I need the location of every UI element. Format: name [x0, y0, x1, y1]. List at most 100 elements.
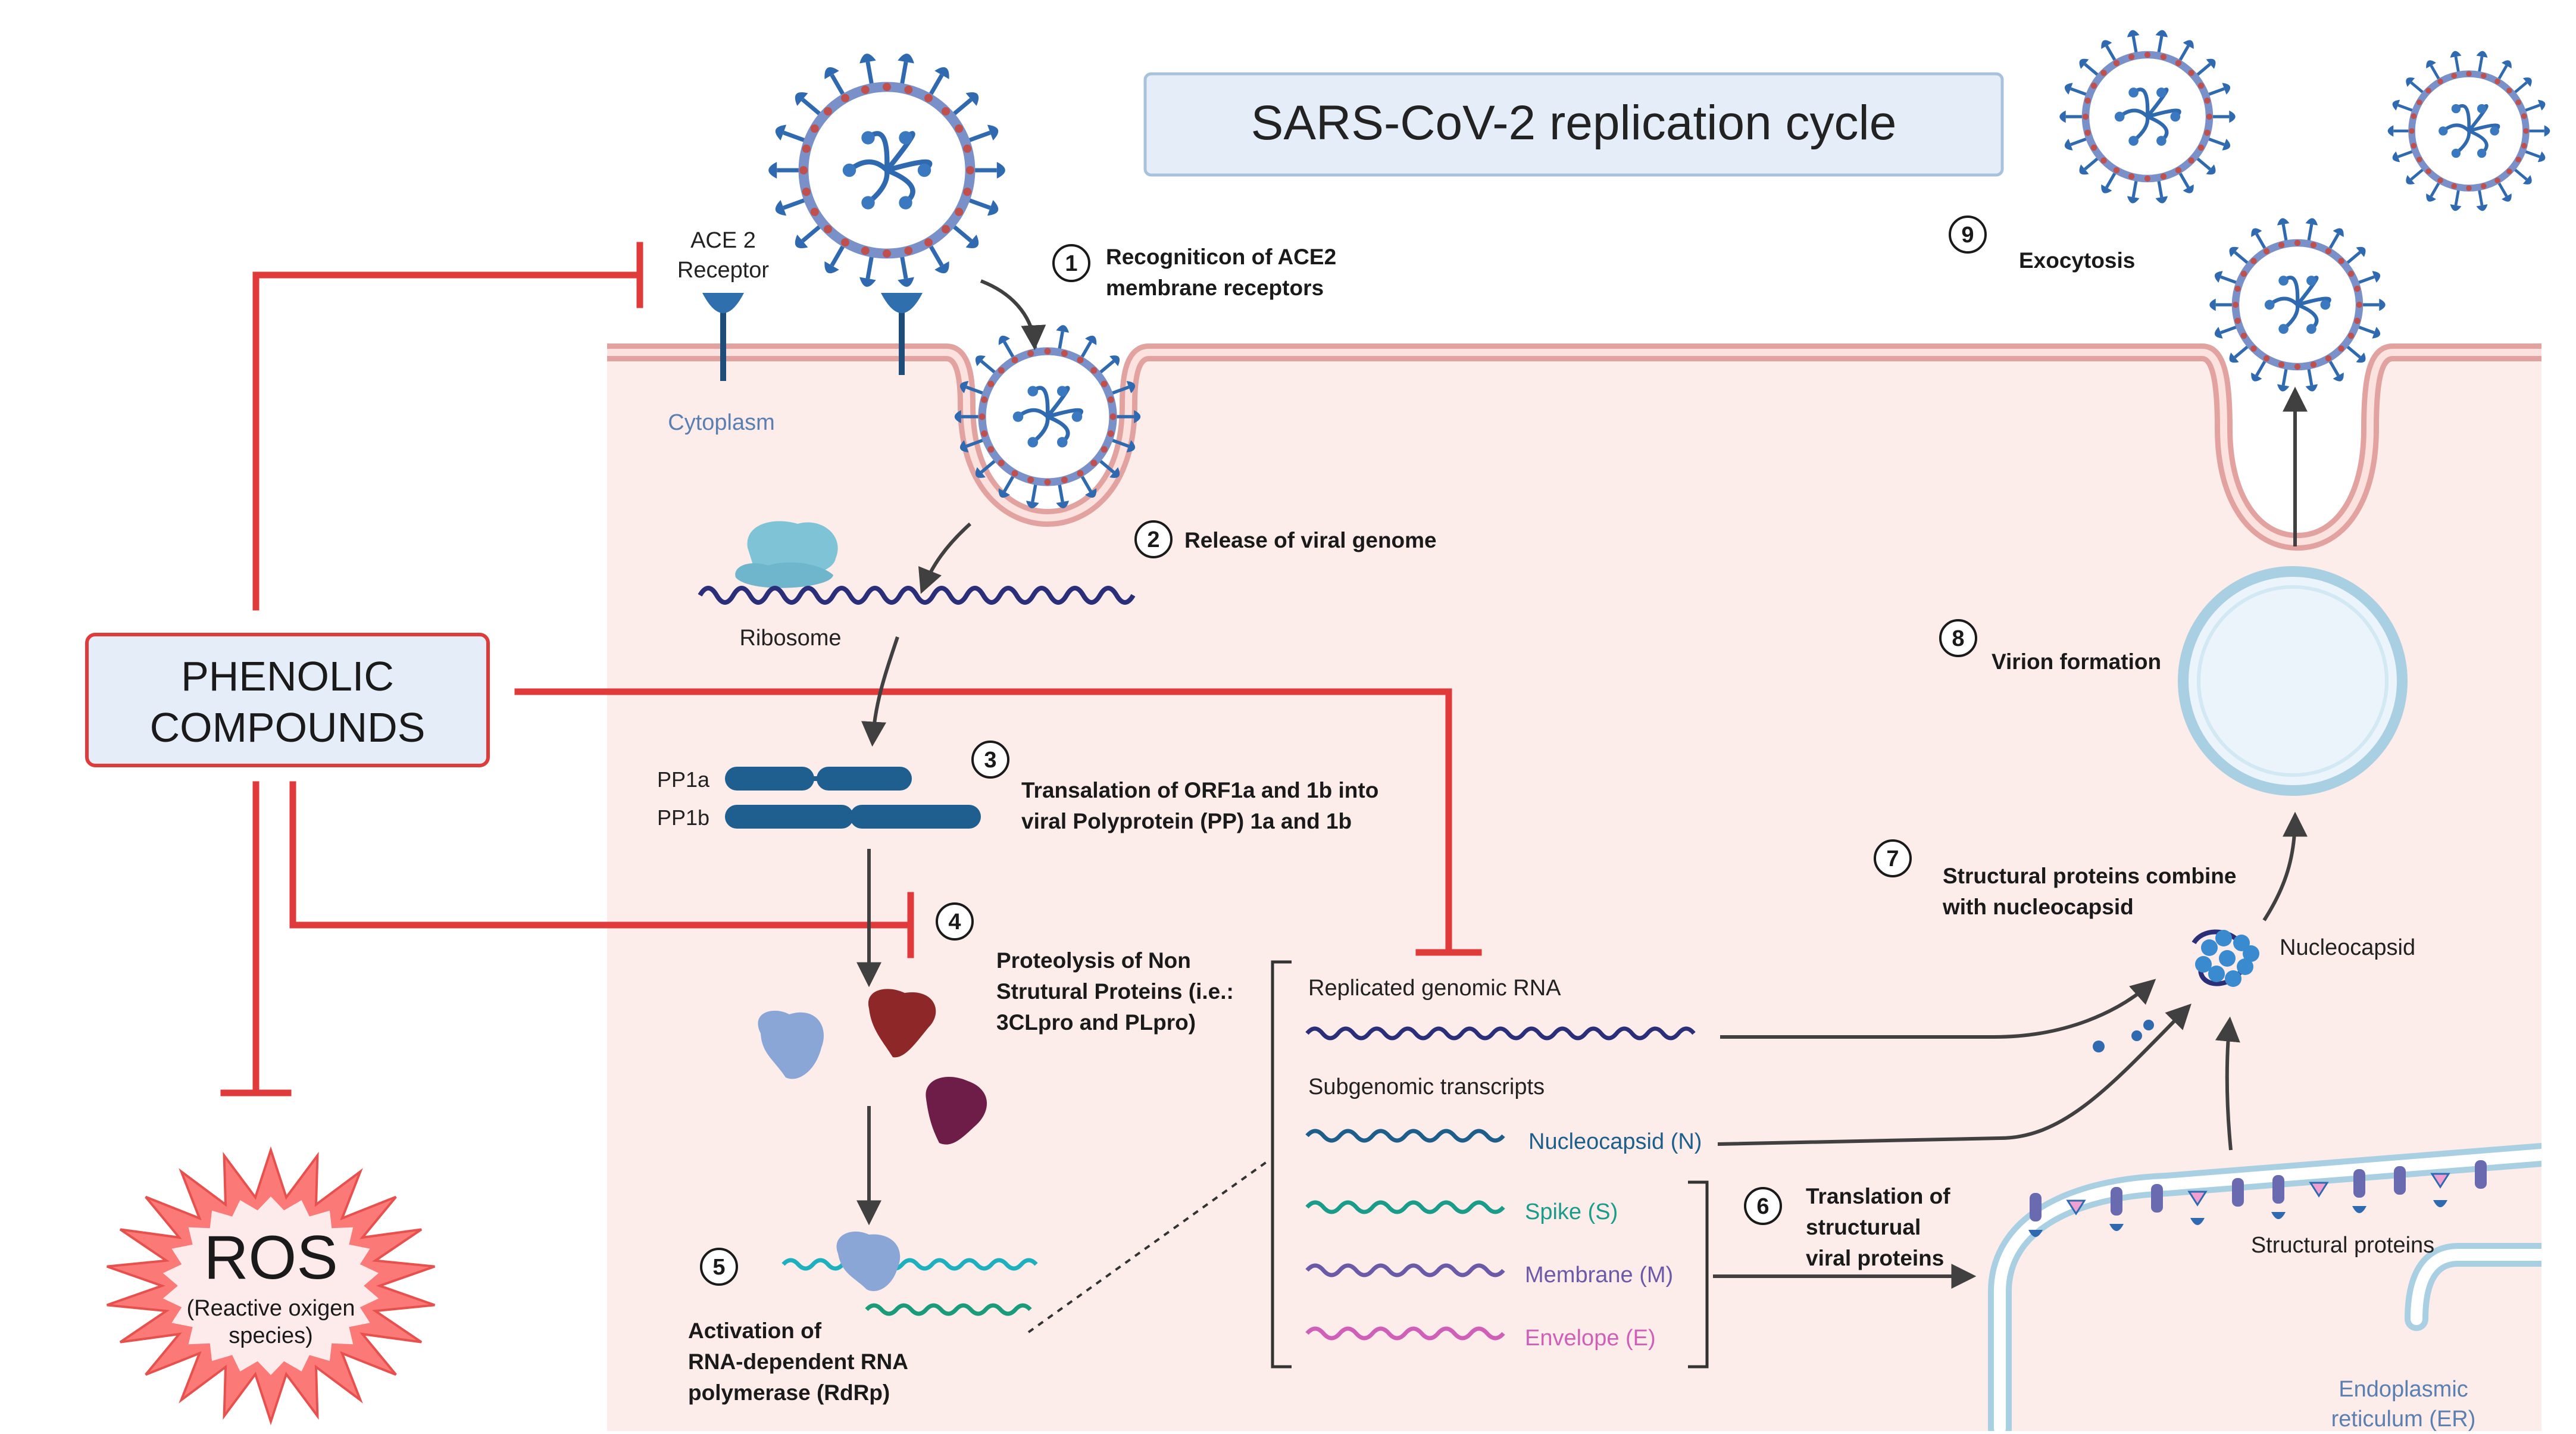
ace2-label-line1: ACE 2: [690, 228, 756, 253]
step-4-text: Strutural Proteins (i.e.:: [996, 979, 1234, 1004]
step-1-number: 1: [1065, 251, 1077, 276]
step-8-number: 8: [1952, 626, 1964, 651]
replicated-rna-label: Replicated genomic RNA: [1308, 976, 1561, 1001]
step-2-badge: [1134, 520, 1173, 558]
step-3-number: 3: [984, 748, 996, 773]
er-structural-proteins: [2028, 1160, 2487, 1237]
rdrp-rna-strand: [865, 1303, 1032, 1316]
polyprotein-group: PP1a PP1b: [657, 767, 981, 830]
arrow-to-vesicle: [2262, 811, 2308, 921]
ribosome-label: Ribosome: [739, 626, 841, 651]
nucleocapsid-group: Nucleocapsid: [2093, 929, 2415, 1052]
receptor-icon: [702, 293, 744, 381]
virion-icon: [768, 54, 1005, 287]
spike-s-label: Spike (S): [1525, 1199, 1618, 1224]
nonstructural-proteins: [758, 989, 987, 1145]
pp1a-label: PP1a: [657, 767, 710, 792]
step-6-badge: [1744, 1187, 1782, 1225]
phenolic-compounds-box: PHENOLIC COMPOUNDS: [85, 633, 490, 767]
vesicle: [2178, 566, 2408, 796]
step-4-number: 4: [948, 910, 961, 935]
step-9-text: Exocytosis: [2019, 248, 2135, 273]
pp1b-label: PP1b: [657, 805, 709, 830]
pp1a-segment: [817, 767, 912, 791]
ace2-label-line2: Receptor: [677, 258, 770, 283]
diagram-title: SARS-CoV-2 replication cycle: [1251, 96, 1897, 150]
step-3-badge: [971, 741, 1009, 779]
arrow-release: [918, 522, 972, 594]
step-3-text: Transalation of ORF1a and 1b into: [1021, 778, 1378, 802]
step-6-number: 6: [1756, 1194, 1769, 1219]
virion-icon: [2059, 30, 2236, 204]
step-2-number: 2: [1147, 527, 1159, 552]
protein-plpro: [868, 989, 936, 1058]
arrow-n-to-nucleocapsid: [1717, 1004, 2192, 1146]
virion-icon: [2209, 218, 2386, 392]
protein-nsp: [926, 1076, 987, 1145]
step-4-text: Proteolysis of Non: [996, 948, 1191, 973]
arrow-er-to-nucleocapsid: [2215, 1016, 2240, 1151]
step-5-text: RNA-dependent RNA: [688, 1349, 908, 1374]
endoplasmic-reticulum: [1988, 1143, 2541, 1431]
mrna-strand: [698, 586, 1136, 605]
ros-label: ROS: [204, 1223, 337, 1292]
envelope-rna-strand: [1305, 1326, 1505, 1341]
cytoplasm-region: [607, 343, 2541, 1431]
step-1-text: Recogniticon of ACE2: [1106, 245, 1336, 269]
inhibit-line-ace2: [252, 271, 643, 611]
step-5-badge: [700, 1248, 738, 1286]
nucleocapsid-label: Nucleocapsid: [2280, 935, 2415, 960]
spike-rna-strand: [1305, 1200, 1505, 1214]
cell-membrane-core: [607, 349, 2541, 545]
nucleocapsid-rna-strand: [1305, 1129, 1505, 1143]
rna-bracket-right: [1688, 1180, 1709, 1369]
ribosome-group: Ribosome: [698, 521, 1136, 651]
cytoplasm-label: Cytoplasm: [668, 410, 775, 435]
ros-star-inner: [162, 1196, 379, 1375]
structural-proteins-label: Structural proteins: [2251, 1233, 2434, 1258]
dashed-connector: [1027, 1161, 1268, 1333]
step-8-badge: [1939, 619, 1977, 657]
step-7-text: with nucleocapsid: [1942, 895, 2134, 919]
nucleocapsid-n-label: Nucleocapsid (N): [1528, 1129, 1702, 1154]
membrane-m-label: Membrane (M): [1525, 1263, 1673, 1288]
rdrp-group: [781, 1161, 1268, 1333]
pp1b-segment: [725, 805, 854, 829]
arrow-replicated-to-nucleocapsid: [1720, 979, 2156, 1039]
title-box: SARS-CoV-2 replication cycle: [1143, 72, 2004, 177]
ace2-receptors: ACE 2 Receptor Cytoplasm: [668, 228, 923, 435]
inhibition-lines: [220, 242, 1482, 1096]
step-2-text: Release of viral genome: [1184, 528, 1437, 552]
rna-panel: Replicated genomic RNA Subgenomic transc…: [1271, 960, 1709, 1369]
envelope-e-label: Envelope (E): [1525, 1326, 1656, 1351]
inhibit-line-proteolysis: [289, 781, 914, 929]
step-4-text: 3CLpro and PLpro): [996, 1010, 1196, 1035]
ros-sublabel-line1: (Reactive oxigen: [186, 1296, 355, 1321]
ros-starburst: ROS (Reactive oxigen species): [107, 1146, 435, 1426]
pp1b-segment: [850, 805, 981, 829]
step-7-badge: [1874, 839, 1912, 877]
rdrp-rna-strand: [781, 1258, 1038, 1271]
step-5-text: polymerase (RdRp): [688, 1380, 890, 1405]
step-4-badge: [936, 902, 974, 941]
arrow-entry: [980, 279, 1046, 351]
step-6-text: viral proteins: [1806, 1246, 1944, 1270]
step-6-text: structurual: [1806, 1215, 1921, 1239]
step-9-number: 9: [1961, 223, 1974, 248]
ros-sublabel-line2: species): [229, 1323, 313, 1348]
step-5-number: 5: [712, 1255, 725, 1280]
protein-3clpro: [758, 1010, 824, 1079]
membrane-rna-strand: [1305, 1263, 1505, 1277]
virion-icon: [954, 325, 1141, 508]
phenolic-label-line2: COMPOUNDS: [150, 704, 426, 751]
flow-arrows: [856, 279, 2308, 1289]
step-7-number: 7: [1886, 846, 1899, 871]
subgenomic-label: Subgenomic transcripts: [1308, 1074, 1545, 1099]
nucleocapsid-icon: [2192, 929, 2259, 987]
step-6-text: Translation of: [1806, 1184, 1950, 1208]
pp1a-segment: [725, 767, 814, 791]
inhibit-line-rna: [514, 688, 1452, 956]
replicated-rna-strand: [1305, 1026, 1696, 1041]
